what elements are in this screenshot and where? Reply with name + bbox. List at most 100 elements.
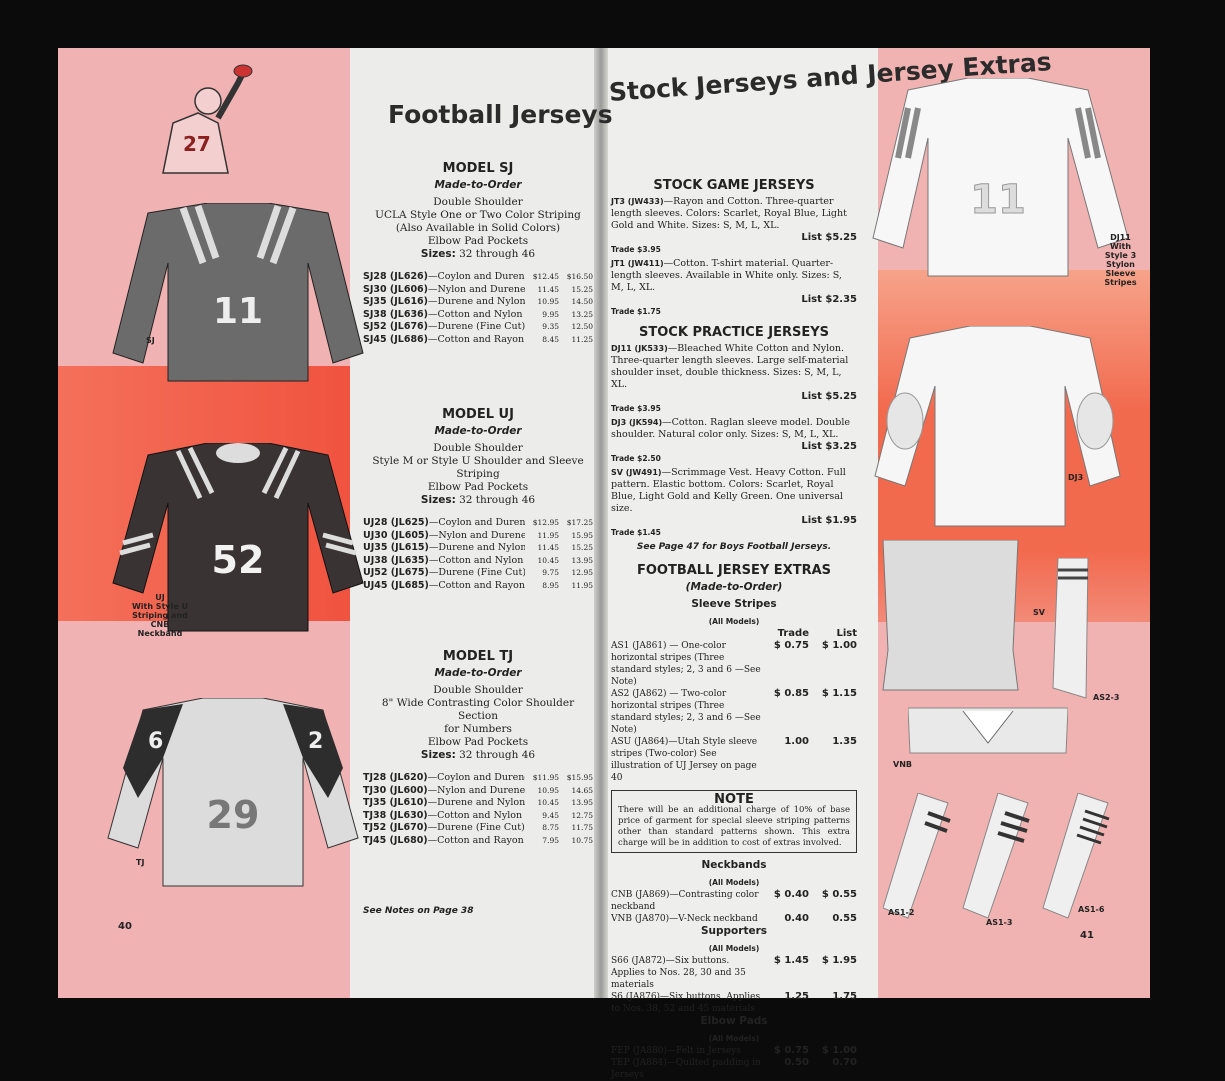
made-to-order-label: Made-to-Order [434,179,522,191]
extras-row: TEP (JA884)—Quilted padding in Jerseys 0.… [611,1057,857,1081]
sizes-label: Sizes: [420,749,456,761]
list-price: List $5.25 [801,391,857,402]
jersey-note: With Style U Striping and CNB Neckband [131,602,189,638]
item-code: SJ28 (JL626) [363,271,429,282]
extras-desc: TEP (JA884)—Quilted padding in Jerseys [611,1058,761,1080]
left-page-title: Football Jerseys [388,100,613,129]
trade-price: Trade $2.50 [611,454,661,463]
list-price: List $2.35 [801,294,857,305]
extras-row: AS1 (JA861) — One-color horizontal strip… [611,640,857,688]
trade-price: 0.50 [784,1057,809,1068]
all-models-label: (All Models) [708,878,760,887]
list-price: 11.95 [571,580,593,590]
jersey-note: With Style 3 Stylon Sleeve Stripes [1104,242,1137,287]
item-code: SJ38 (JL636) [363,308,429,320]
jersey-uj-illustration: 52 [112,443,364,632]
model-feature: Double Shoulder [433,442,523,454]
sleeve-number: 6 [148,729,163,754]
model-feature: UCLA Style One or Two Color Striping [375,209,581,221]
trade-header: Trade [777,628,809,639]
sleeve-number: 2 [308,729,323,754]
item-desc: —Cotton and Nylon [428,308,523,320]
player-number: 27 [183,132,211,156]
trade-price: 11.45 [537,543,559,552]
jersey-dj3-illustration [874,326,1121,527]
model-feature: (Also Available in Solid Colors) [395,222,561,234]
extras-desc: S6 (JA876)—Six buttons. Applies to Nos. … [611,992,761,1014]
catalog-spread: Football Jerseys Stock Jerseys and Jerse… [58,47,1150,1080]
item-desc: —Cotton. Raglan sleeve model. Double sho… [611,417,850,440]
trade-price: 10.95 [537,297,559,306]
sizes-label: Sizes: [420,494,456,506]
item-code: SJ30 (JL606) [363,283,429,295]
trade-price: Trade $1.75 [611,307,661,316]
extras-row: S6 (JA876)—Six buttons. Applies to Nos. … [611,991,857,1015]
list-price: 15.95 [571,530,593,540]
page-number: 41 [1080,930,1094,941]
trade-price: 1.25 [784,991,809,1002]
jersey-tj-illustration: 6 2 29 [107,698,359,887]
item-desc: —Cotton and Rayon [428,579,525,591]
item-desc: —Nylon and Durene (Fine Cut) [428,283,525,295]
item-desc: —Cotton and Nylon [428,554,524,566]
item-code: DJ3 (JK594) [611,418,663,427]
list-price: 13.95 [571,555,593,565]
list-price: 14.65 [571,785,593,795]
list-price: 1.75 [832,991,857,1002]
trade-price: 10.45 [537,798,559,807]
trade-price: 11.45 [537,284,559,294]
sleeve-stripes-illustration [883,793,1110,919]
item-code: JT1 (JW411) [611,259,664,268]
extras-heading: FOOTBALL JERSEY EXTRAS [636,563,832,578]
trade-price: 8.75 [542,823,559,832]
neckband-vnb-illustration [908,707,1068,754]
item-code: UJ30 (JL605) [363,529,429,541]
list-price: List $1.95 [801,515,857,526]
item-desc: —Cotton and Nylon [427,809,523,821]
list-price: $ 1.00 [821,640,857,651]
item-desc: —Rayon and Cotton. Three-quarter length … [611,196,847,231]
list-price: $ 0.55 [821,889,857,900]
item-desc: —Cotton and Rayon [428,333,525,345]
item-code: TJ52 (JL670) [363,822,428,833]
trade-price: 0.40 [784,913,809,924]
jersey-number: 29 [207,793,260,837]
made-to-order-label: Made-to-Order [434,667,522,679]
trade-price: 10.45 [537,555,559,565]
all-models-label: (All Models) [708,1034,760,1043]
made-to-order-label: Made-to-Order [434,425,522,437]
sizes-label: Sizes: [420,248,456,260]
sleeve-label: AS2-3 [1093,693,1120,702]
extras-row: ASU (JA864)—Utah Style sleeve stripes (T… [611,736,857,784]
item-code: SJ52 (JL676) [363,321,429,332]
footnote: See Notes on Page 38 [363,906,474,916]
list-price: List $5.25 [801,232,857,243]
item-desc: —Coylon and Durene [428,517,525,528]
spacer [611,628,761,640]
trade-price: 1.00 [784,736,809,747]
list-price: 12.75 [571,810,593,820]
extras-row: AS2 (JA862) — Two-color horizontal strip… [611,688,857,736]
item-desc: —Scrimmage Vest. Heavy Cotton. Full patt… [611,467,846,514]
item-desc: —Durene (Fine Cut) [428,321,525,332]
jersey-label: DJ3 [1068,473,1084,482]
item-code: SJ35 (JL616) [363,296,429,307]
price-row: SJ28 (JL626)—Coylon and Durene$12.45$16.… [363,271,593,284]
model-feature: 8" Wide Contrasting Color Shoulder Secti… [381,697,575,722]
extras-group-heading: Elbow Pads [700,1015,768,1027]
jersey-dj11-illustration: 11 [872,78,1129,277]
item-desc: —Durene and Nylon [428,542,525,553]
item-code: DJ11 (JK533) [611,344,668,353]
item-desc: —Coylon and Durene [427,772,525,783]
right-text-column: STOCK GAME JERSEYS JT3 (JW433)—Rayon and… [611,173,857,1081]
